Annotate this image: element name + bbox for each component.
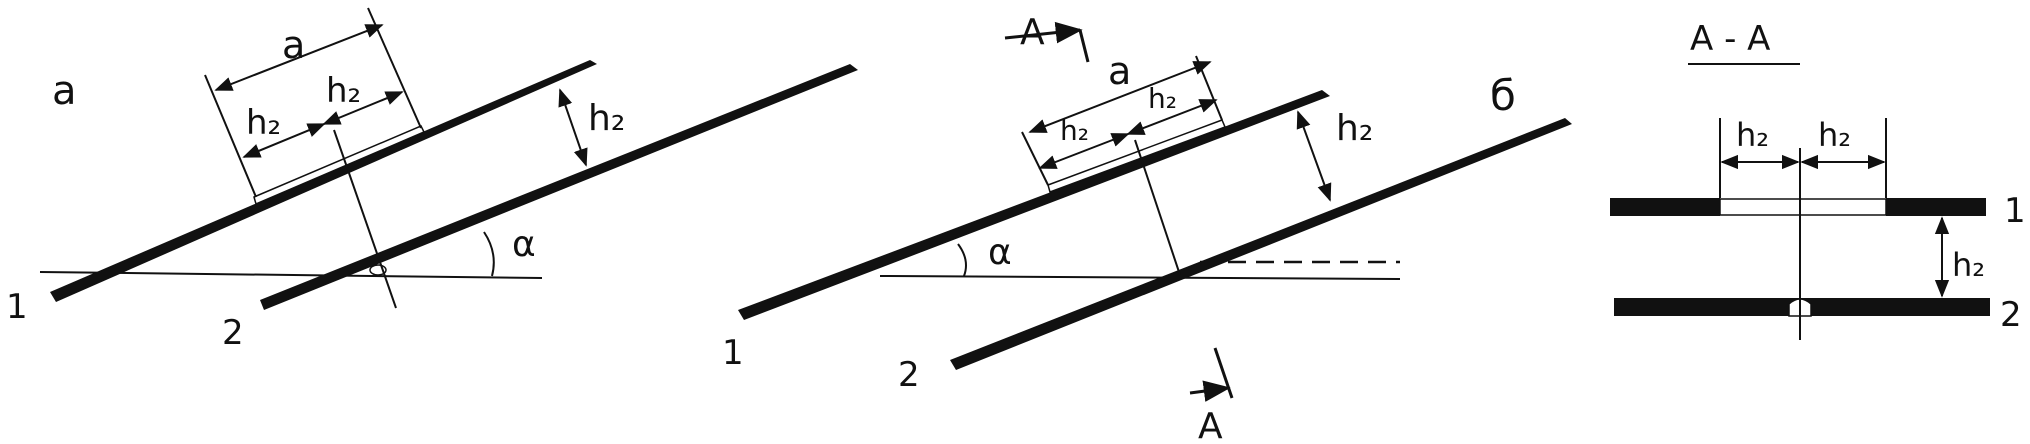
angle-label: α xyxy=(512,224,536,265)
section-h2-label-vertical: h₂ xyxy=(1952,246,1985,284)
section-pipe-1-label: 1 xyxy=(2004,191,2026,231)
dim-h2-label-left: h₂ xyxy=(246,103,281,143)
section-plate-1-right xyxy=(1886,198,1986,216)
section-gap-opening xyxy=(1719,198,1887,216)
dim-h2-gap-arrow-b xyxy=(1296,110,1332,202)
axis-line-b xyxy=(1134,139,1181,276)
dim-h2-label-right-b: h₂ xyxy=(1148,82,1177,115)
dim-h2-left-arrow-b xyxy=(1038,133,1130,169)
dim-h2-label-left-b: h₂ xyxy=(1060,114,1089,147)
section-h2-label-right: h₂ xyxy=(1818,116,1851,154)
dim-a-label-b: a xyxy=(1108,49,1131,93)
pipe-2-label: 2 xyxy=(222,313,244,353)
section-title: A - A xyxy=(1690,19,1770,59)
dim-h2-label-right: h₂ xyxy=(326,71,361,111)
panel-a: a a h₂ h₂ h₂ α 1 2 xyxy=(6,7,858,353)
dim-h2-gap-label: h₂ xyxy=(588,98,625,139)
section-h2-label-left: h₂ xyxy=(1736,116,1769,154)
cut-tick-top xyxy=(1078,29,1090,63)
ext-line-left-b xyxy=(1021,131,1049,186)
dim-h2-gap-arrow xyxy=(558,88,588,167)
cut-arrow-bottom xyxy=(1189,380,1231,402)
angle-arc-b xyxy=(957,243,967,277)
panel-b: A A б a h₂ h₂ h₂ α 1 2 xyxy=(722,12,1572,444)
dim-a-arrow xyxy=(214,24,384,91)
dim-a-arrow-b xyxy=(1028,61,1212,133)
dim-h2-right-arrow-b xyxy=(1126,99,1218,135)
section-plate-1-left xyxy=(1610,198,1720,216)
panel-a-label: a xyxy=(52,68,77,114)
plate-1-b xyxy=(738,90,1330,320)
pipe-2-label-b: 2 xyxy=(898,355,920,395)
dim-h2-left-arrow xyxy=(242,123,326,158)
pipe-1-label-b: 1 xyxy=(722,333,744,373)
gap-opening-b xyxy=(1047,119,1226,193)
pipe-1-label: 1 xyxy=(6,287,28,327)
horizontal-reference-line xyxy=(39,271,543,279)
dim-h2-gap-label-b: h₂ xyxy=(1336,108,1373,149)
panel-b-label: б xyxy=(1490,71,1516,120)
cut-tick-bottom xyxy=(1213,347,1234,399)
axis-line xyxy=(333,129,397,309)
section-a-a: A - A h₂ h₂ h₂ 1 2 xyxy=(1610,19,2026,340)
plate-2-b xyxy=(950,118,1572,370)
section-pipe-2-label: 2 xyxy=(2000,295,2022,335)
ext-line-left xyxy=(204,74,257,198)
plate-1 xyxy=(50,60,597,302)
gap-opening xyxy=(253,125,426,206)
dim-h2-right-arrow xyxy=(322,91,404,125)
plate-2 xyxy=(260,64,858,310)
cut-arrow-top xyxy=(1004,21,1083,44)
cut-label-bottom: A xyxy=(1198,406,1223,444)
angle-arc xyxy=(483,231,495,277)
horizontal-reference-line-b xyxy=(879,275,1401,280)
angle-label-b: α xyxy=(988,232,1012,273)
cut-label-top: A xyxy=(1020,12,1045,53)
ext-line-right xyxy=(367,7,422,129)
dim-a-label: a xyxy=(282,23,305,67)
